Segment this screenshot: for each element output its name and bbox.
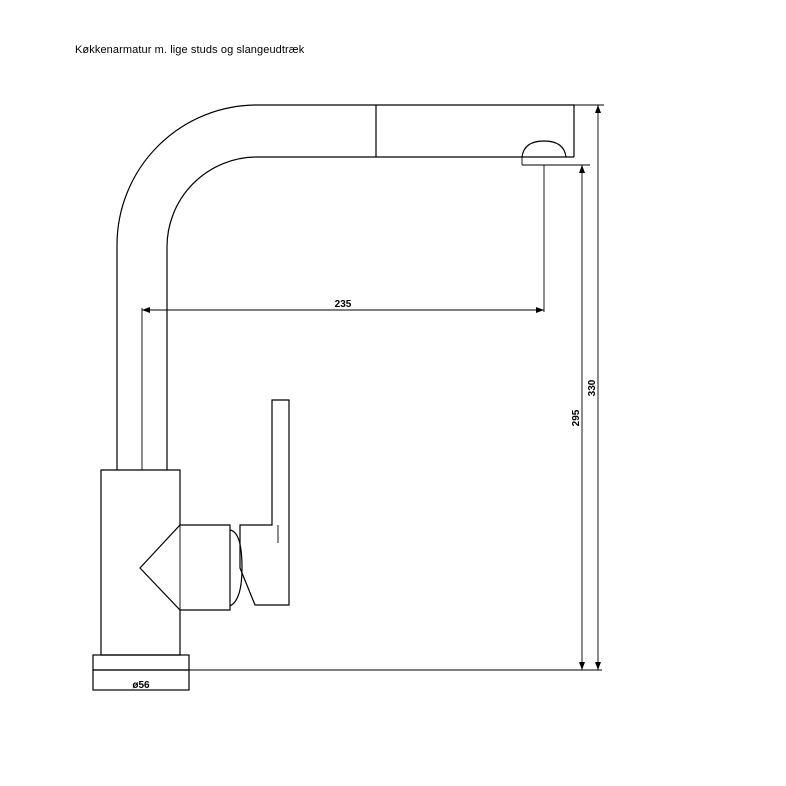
mixer-cartridge	[139, 524, 231, 611]
dim-outlet-arrow-bottom	[579, 662, 585, 670]
faucet-body	[100, 469, 181, 656]
dim-total-label: 330	[587, 379, 598, 396]
spout-outer-contour	[116, 104, 575, 470]
spray-head-dome	[521, 140, 567, 158]
dim-reach-label: 235	[335, 299, 352, 310]
dim-outlet-arrow-top	[579, 165, 585, 173]
dim-reach-arrow-left	[142, 307, 150, 313]
dim-total-arrow-bottom	[595, 662, 601, 670]
dim-base-label: ø56	[132, 680, 150, 691]
spout-inner-contour	[166, 156, 522, 470]
dim-outlet-label: 295	[571, 409, 582, 426]
dim-reach-arrow-right	[536, 307, 544, 313]
cartridge-cap	[229, 529, 243, 607]
handle-lever	[239, 399, 290, 606]
base-flange	[92, 654, 190, 671]
drawing-title: Køkkenarmatur m. lige studs og slangeudt…	[75, 44, 305, 56]
dim-total-arrow-top	[595, 105, 601, 113]
